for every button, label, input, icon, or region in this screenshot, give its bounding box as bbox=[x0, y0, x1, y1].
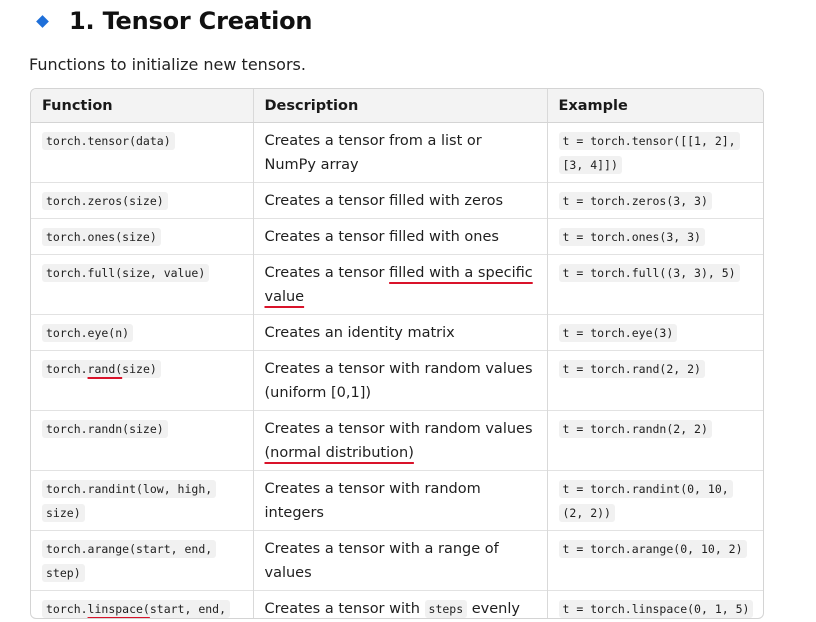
function-code: torch.randn(size) bbox=[42, 420, 168, 438]
section-intro: Functions to initialize new tensors. bbox=[29, 55, 306, 74]
example-code: t = torch.tensor([[1, 2], [3, 4]]) bbox=[558, 132, 740, 174]
table-row: torch.tensor(data) Creates a tensor from… bbox=[31, 122, 763, 183]
description-cell: Creates a tensor with random values (nor… bbox=[252, 410, 547, 471]
table-row: torch.rand(size) Creates a tensor with r… bbox=[31, 350, 763, 411]
code-text: torch. bbox=[46, 362, 88, 376]
description-text: Creates a tensor bbox=[264, 265, 390, 281]
example-code: t = torch.rand(2, 2) bbox=[558, 360, 705, 378]
table-row: torch.full(size, value) Creates a tensor… bbox=[31, 254, 763, 315]
description-cell: Creates a tensor filled with zeros bbox=[252, 182, 547, 219]
code-text: size) bbox=[122, 362, 157, 376]
red-underlined-text: filled with a specific value bbox=[264, 265, 533, 305]
function-code: torch.ones(size) bbox=[42, 228, 161, 246]
example-code: t = torch.randn(2, 2) bbox=[558, 420, 712, 438]
example-code: t = torch.arange(0, 10, 2) bbox=[558, 540, 747, 558]
functions-table: Function Description Example torch.tenso… bbox=[30, 88, 764, 619]
example-code: t = torch.ones(3, 3) bbox=[558, 228, 705, 246]
description-text: Creates a tensor with random values bbox=[264, 421, 533, 437]
table-row: torch.randint(low, high, size) Creates a… bbox=[31, 470, 763, 531]
description-cell: Creates a tensor with random values (uni… bbox=[252, 350, 547, 411]
function-code: torch.linspace(start, end, steps) bbox=[42, 600, 231, 618]
red-underlined-code: rand( bbox=[87, 362, 123, 376]
table-header-row: Function Description Example bbox=[31, 89, 763, 123]
example-code: t = torch.linspace(0, 1, 5) bbox=[558, 600, 754, 618]
header-function: Function bbox=[31, 89, 253, 123]
description-cell: Creates a tensor with random integers bbox=[252, 470, 547, 531]
function-code: torch.full(size, value) bbox=[42, 264, 210, 282]
code-text: start, end, steps) bbox=[149, 602, 227, 616]
red-underlined-code: linspace( bbox=[87, 602, 150, 616]
table-row: torch.eye(n) Creates an identity matrix … bbox=[31, 314, 763, 351]
function-code: torch.eye(n) bbox=[42, 324, 134, 342]
function-code: torch.arange(start, end, step) bbox=[42, 540, 217, 582]
function-code: torch.randint(low, high, size) bbox=[42, 480, 217, 522]
description-cell: Creates a tensor filled with a specific … bbox=[252, 254, 547, 315]
table-row: torch.linspace(start, end, steps) Create… bbox=[31, 590, 763, 618]
code-text: torch. bbox=[46, 602, 88, 616]
description-text: evenly spaced points bbox=[471, 601, 520, 617]
description-cell: Creates a tensor filled with ones bbox=[252, 218, 547, 255]
diamond-bullet-icon bbox=[36, 14, 49, 28]
example-code: t = torch.zeros(3, 3) bbox=[558, 192, 712, 210]
table-row: torch.zeros(size) Creates a tensor fille… bbox=[31, 182, 763, 219]
table-row: torch.randn(size) Creates a tensor with … bbox=[31, 410, 763, 471]
example-code: t = torch.randint(0, 10, (2, 2)) bbox=[558, 480, 733, 522]
header-example: Example bbox=[546, 89, 763, 123]
description-cell: Creates a tensor with steps evenly space… bbox=[252, 590, 547, 618]
inline-code: steps bbox=[424, 600, 468, 618]
table-row: torch.arange(start, end, step) Creates a… bbox=[31, 530, 763, 591]
example-code: t = torch.eye(3) bbox=[558, 324, 678, 342]
function-code: torch.zeros(size) bbox=[42, 192, 168, 210]
function-code: torch.rand(size) bbox=[42, 360, 161, 378]
section-heading: 1. Tensor Creation bbox=[36, 3, 313, 39]
red-underlined-text: (normal distribution) bbox=[264, 445, 414, 461]
example-code: t = torch.full((3, 3), 5) bbox=[558, 264, 740, 282]
section-title: 1. Tensor Creation bbox=[69, 7, 313, 35]
table-row: torch.ones(size) Creates a tensor filled… bbox=[31, 218, 763, 255]
description-cell: Creates a tensor from a list or NumPy ar… bbox=[252, 122, 547, 183]
description-cell: Creates an identity matrix bbox=[252, 314, 547, 351]
function-code: torch.tensor(data) bbox=[42, 132, 175, 150]
header-description: Description bbox=[252, 89, 547, 123]
description-text: Creates a tensor with bbox=[264, 601, 425, 617]
description-cell: Creates a tensor with a range of values bbox=[252, 530, 547, 591]
